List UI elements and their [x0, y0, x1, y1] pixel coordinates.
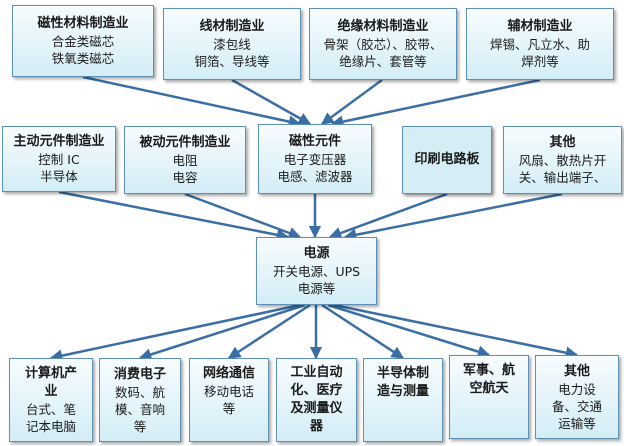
arrow-0 [82, 75, 302, 128]
arrow-2 [320, 78, 383, 126]
box-line: 等 [133, 418, 147, 434]
box-title: 军事、航 [462, 363, 515, 378]
arrow-7 [328, 192, 448, 239]
box-industrial-automation: 工业自动 化、医疗 及测量仪 器 [276, 358, 357, 442]
box-title-cont: 造与测量 [376, 384, 429, 399]
box-consumer-electronics: 消费电子 数码、航 模、音响 等 [99, 358, 181, 442]
box-line: 漆包线 [213, 37, 251, 52]
box-other-components: 其他 风扇、散热片开 关、输出端子、 [503, 126, 622, 194]
box-line: 电源等 [297, 281, 336, 296]
box-line: 模、音响 [114, 401, 165, 417]
box-line: 骨架（胶芯）、胶带、 [323, 37, 443, 52]
box-line: 合金类磁芯 [51, 34, 115, 49]
box-insulation-materials: 绝缘材料制造业 骨架（胶芯）、胶带、 绝缘片、套管等 [309, 8, 457, 80]
box-line: 控制 IC [38, 152, 80, 167]
box-magnetic-materials: 磁性材料制造业 合金类磁芯 铁氧类磁芯 [12, 5, 154, 77]
box-line: 铁氧类磁芯 [51, 51, 115, 66]
box-title: 被动元件制造业 [139, 135, 231, 150]
arrow-11 [227, 303, 311, 360]
box-line: 电子变压器 [283, 152, 347, 167]
box-title-cont: 器 [309, 419, 323, 434]
box-line: 开关电源、UPS [272, 264, 361, 279]
arrow-15 [333, 303, 579, 359]
arrow-9 [49, 303, 301, 362]
box-title: 其他 [563, 363, 590, 379]
box-title: 计算机产 [24, 366, 77, 381]
box-title: 消费电子 [113, 366, 166, 382]
box-title: 磁性材料制造业 [37, 16, 129, 31]
box-line: 运输等 [558, 415, 596, 431]
box-line: 移动电话 [203, 384, 254, 399]
box-title: 磁性元件 [288, 134, 341, 149]
box-title: 半导体制 [376, 366, 429, 381]
box-line: 台式、笔 [25, 402, 76, 417]
arrow-8 [343, 192, 563, 241]
box-line: 半导体 [40, 169, 78, 184]
box-line: 记本电脑 [25, 419, 76, 434]
box-semiconductor-manufacturing: 半导体制 造与测量 [363, 358, 443, 442]
box-line: 焊剂等 [521, 54, 559, 69]
arrow-10 [138, 303, 306, 361]
box-line: 关、输出端子、 [518, 170, 607, 185]
arrow-5 [184, 192, 302, 239]
box-line: 焊锡、凡立水、助 [489, 37, 590, 52]
arrow-3 [330, 78, 541, 128]
box-line: 铜箔、导线等 [194, 54, 270, 69]
box-magnetic-components: 磁性元件 电子变压器 电感、滤波器 [258, 124, 372, 194]
box-title: 网络通信 [202, 366, 255, 381]
box-title: 线材制造业 [199, 19, 265, 34]
box-title: 其他 [549, 135, 576, 150]
box-title-cont: 空航天 [469, 381, 509, 396]
box-wire-materials: 线材制造业 漆包线 铜箔、导线等 [163, 8, 301, 80]
box-title: 主动元件制造业 [13, 134, 105, 149]
box-title-cont: 化、医疗 [290, 383, 343, 398]
box-auxiliary-materials: 辅材制造业 焊锡、凡立水、助 焊剂等 [466, 8, 614, 80]
box-line: 电容 [172, 170, 198, 185]
box-line: 电力设 [558, 381, 596, 397]
box-line: 电阻 [172, 153, 198, 168]
box-line: 备、交通 [551, 398, 602, 414]
box-line: 等 [222, 401, 236, 416]
arrow-14 [327, 303, 491, 358]
arrow-1 [231, 78, 312, 126]
box-line: 绝缘片、套管等 [339, 54, 427, 69]
box-power-supply: 电源 开关电源、UPS 电源等 [256, 237, 377, 305]
box-line: 风扇、散热片开 [518, 153, 607, 168]
box-title: 电源 [303, 246, 330, 261]
box-passive-components: 被动元件制造业 电阻 电容 [124, 126, 246, 194]
arrow-13 [321, 303, 405, 360]
box-title: 工业自动 [290, 365, 343, 380]
box-title-cont: 业 [44, 384, 58, 399]
box-title: 印刷电路板 [414, 152, 480, 167]
box-active-components: 主动元件制造业 控制 IC 半导体 [2, 126, 116, 192]
box-line: 数码、航 [114, 384, 165, 400]
box-network-communication: 网络通信 移动电话 等 [189, 358, 269, 442]
box-line: 电感、滤波器 [277, 169, 353, 184]
box-other-applications: 其他 电力设 备、交通 运输等 [535, 355, 619, 439]
box-military-aerospace: 军事、航 空航天 [449, 355, 529, 439]
box-title: 绝缘材料制造业 [337, 19, 429, 34]
arrow-4 [58, 190, 290, 241]
box-title-cont: 及测量仪 [290, 401, 343, 416]
box-computer-industry: 计算机产 业 台式、笔 记本电脑 [9, 358, 93, 442]
box-pcb: 印刷电路板 [402, 126, 492, 194]
box-title: 辅材制造业 [507, 19, 573, 34]
